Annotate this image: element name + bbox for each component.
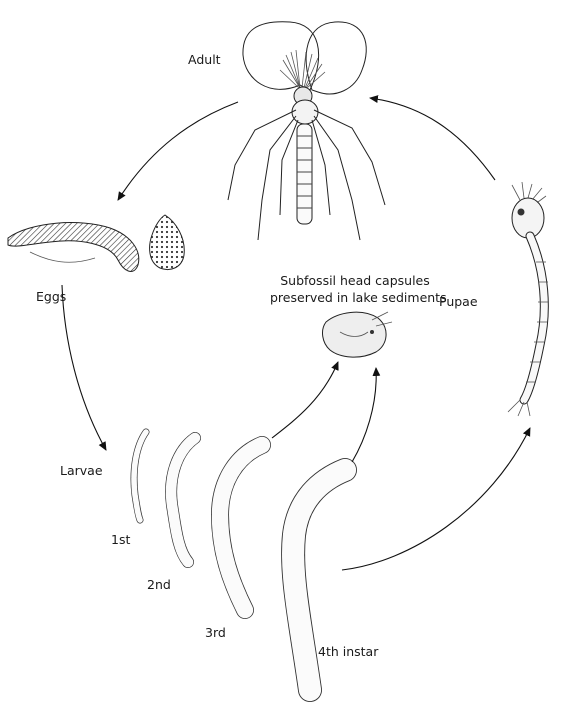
label-instar-4th: 4th instar (318, 644, 378, 659)
label-subfossil-line-1: Subfossil head capsules (270, 272, 440, 289)
arrow-eggs-to-larvae (62, 285, 106, 450)
arrow-adult-to-eggs (118, 102, 238, 200)
label-larvae: Larvae (60, 463, 103, 478)
label-instar-1st: 1st (111, 532, 130, 547)
label-subfossil-line-2: preserved in lake sediments (270, 289, 440, 306)
label-instar-2nd: 2nd (147, 577, 171, 592)
adult-midge-illustration (228, 22, 385, 240)
arrow-3rd-instar-to-head-capsule (272, 362, 338, 438)
arrow-4th-instar-to-head-capsule (352, 368, 376, 462)
pupa-illustration (508, 182, 548, 416)
arrow-4th-instar-to-pupae (342, 428, 530, 570)
larva-2nd-instar (171, 438, 195, 562)
label-instar-3rd: 3rd (205, 625, 226, 640)
larva-3rd-instar (220, 445, 262, 610)
egg-mass-illustration (8, 215, 184, 271)
larva-1st-instar (134, 432, 146, 520)
label-adult: Adult (188, 52, 221, 67)
head-capsule-illustration (323, 312, 392, 357)
arrow-pupae-to-adult (370, 98, 495, 180)
label-subfossil-head-capsules: Subfossil head capsules preserved in lak… (270, 272, 440, 306)
label-eggs: Eggs (36, 289, 66, 304)
